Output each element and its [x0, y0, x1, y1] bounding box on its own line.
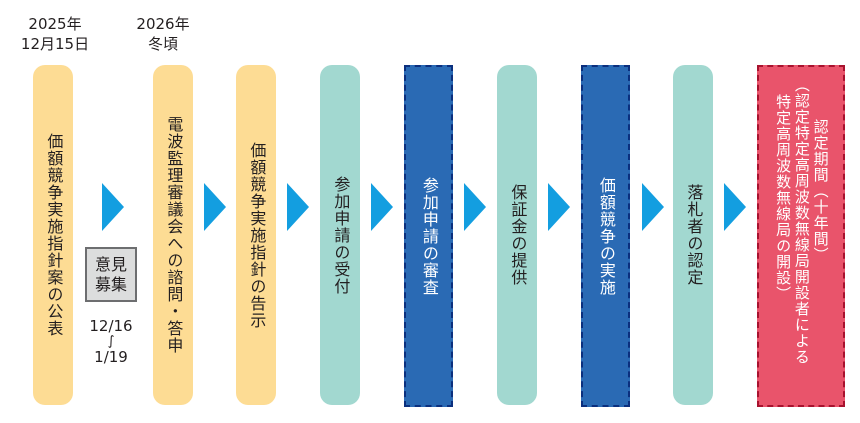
- step-label-line2: （認定特定高周波数無線局開設者による: [792, 77, 811, 365]
- opinion-line2: 募集: [94, 274, 127, 294]
- date-year: 2026年: [136, 15, 190, 33]
- step-guideline-draft-publication: 価額競争実施指針案の公表: [33, 65, 73, 405]
- arrow-right-icon: [464, 183, 486, 231]
- step-guideline-notification: 価額競争実施指針の告示: [236, 65, 276, 405]
- arrow-right-icon: [548, 183, 570, 231]
- step-label: 電波監理審議会への諮問・答申: [164, 116, 184, 354]
- step-council-consultation: 電波監理審議会への諮問・答申: [153, 65, 193, 405]
- step-label-line3: 特定高周波数無線局の開設）: [774, 94, 793, 302]
- step-deposit-provision: 保証金の提供: [497, 65, 537, 405]
- arrow-right-icon: [642, 183, 664, 231]
- step-label: 参加申請の審査: [419, 176, 439, 296]
- date-season: 冬頃: [147, 35, 178, 53]
- date-year: 2025年: [28, 15, 82, 33]
- step-label: 価額競争の実施: [596, 176, 616, 296]
- date-day: 12月15日: [20, 35, 90, 53]
- arrow-right-icon: [287, 183, 309, 231]
- step-winner-certification: 落札者の認定: [673, 65, 713, 405]
- arrow-right-icon: [102, 183, 124, 231]
- period-end: 1/19: [94, 348, 128, 366]
- step-label: 価額競争実施指針の告示: [247, 141, 267, 329]
- step-label: 落札者の認定: [684, 184, 704, 286]
- step-label-line1: 認定期間（十年間）: [811, 119, 830, 263]
- public-comment-box: 意見 募集: [85, 247, 137, 302]
- period-separator: ∫: [107, 334, 115, 349]
- step-application-review: 参加申請の審査: [404, 65, 453, 407]
- step-application-acceptance: 参加申請の受付: [320, 65, 360, 405]
- date-label-2025: 2025年 12月15日: [10, 14, 100, 54]
- step-price-competition: 価額競争の実施: [581, 65, 630, 407]
- opinion-line1: 意見: [94, 254, 127, 274]
- arrow-right-icon: [371, 183, 393, 231]
- comment-period: 12/16 ∫ 1/19: [76, 318, 146, 366]
- arrow-right-icon: [724, 183, 746, 231]
- period-start: 12/16: [89, 317, 133, 335]
- step-label: 価額競争実施指針案の公表: [44, 133, 64, 337]
- step-label: 参加申請の受付: [331, 175, 351, 295]
- date-label-2026: 2026年 冬頃: [118, 14, 208, 54]
- arrow-right-icon: [204, 183, 226, 231]
- step-certification-period: 認定期間（十年間） （認定特定高周波数無線局開設者による 特定高周波数無線局の開…: [757, 65, 845, 407]
- step-label: 保証金の提供: [508, 184, 528, 286]
